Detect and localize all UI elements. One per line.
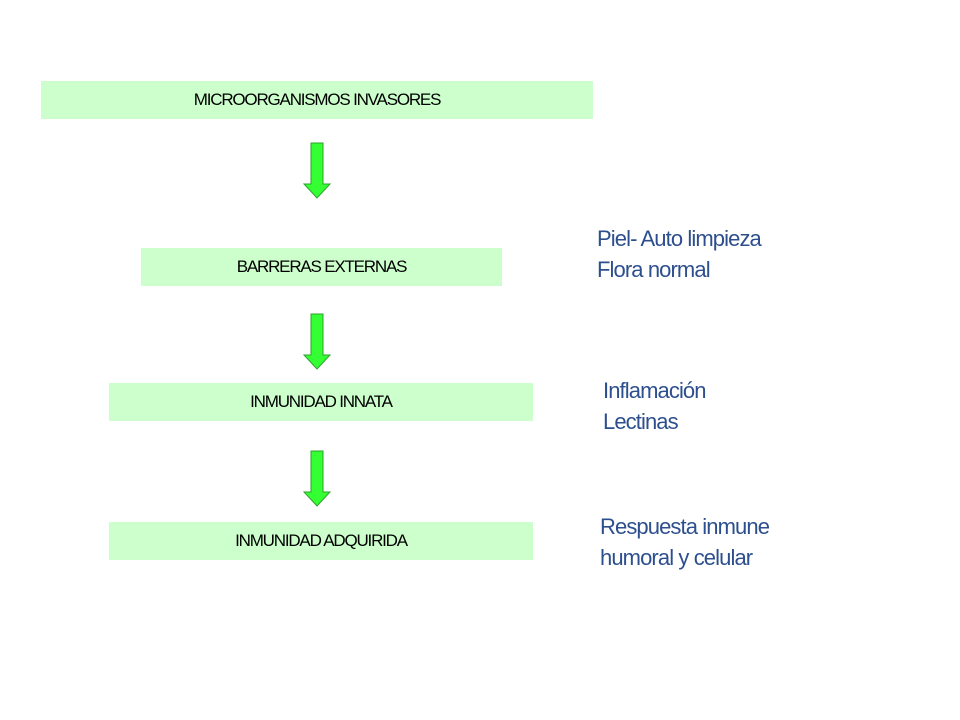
note-line: Flora normal: [597, 257, 711, 282]
down-arrow-shape: [302, 450, 332, 507]
down-arrow-shape: [302, 142, 332, 199]
note-line: Piel- Auto limpieza: [597, 226, 762, 251]
step-box-barreras-externas: BARRERAS EXTERNAS: [141, 248, 502, 286]
down-arrow-icon: [302, 313, 332, 370]
down-arrow-shape: [302, 313, 332, 370]
note-line: Respuesta inmune: [600, 514, 770, 539]
down-arrow-icon: [302, 142, 332, 199]
step-box-microorganismos-invasores: MICROORGANISMOS INVASORES: [41, 81, 593, 119]
note-inmunidad-innata: Inflamación Lectinas: [603, 375, 707, 437]
down-arrow-icon: [302, 450, 332, 507]
step-box-inmunidad-innata: INMUNIDAD INNATA: [109, 383, 533, 421]
note-line: Lectinas: [603, 409, 679, 434]
note-line: humoral y celular: [600, 545, 753, 570]
note-inmunidad-adquirida: Respuesta inmune humoral y celular: [600, 511, 770, 573]
note-barreras-externas: Piel- Auto limpieza Flora normal: [597, 223, 762, 285]
note-line: Inflamación: [603, 378, 707, 403]
step-box-inmunidad-adquirida: INMUNIDAD ADQUIRIDA: [109, 522, 533, 560]
